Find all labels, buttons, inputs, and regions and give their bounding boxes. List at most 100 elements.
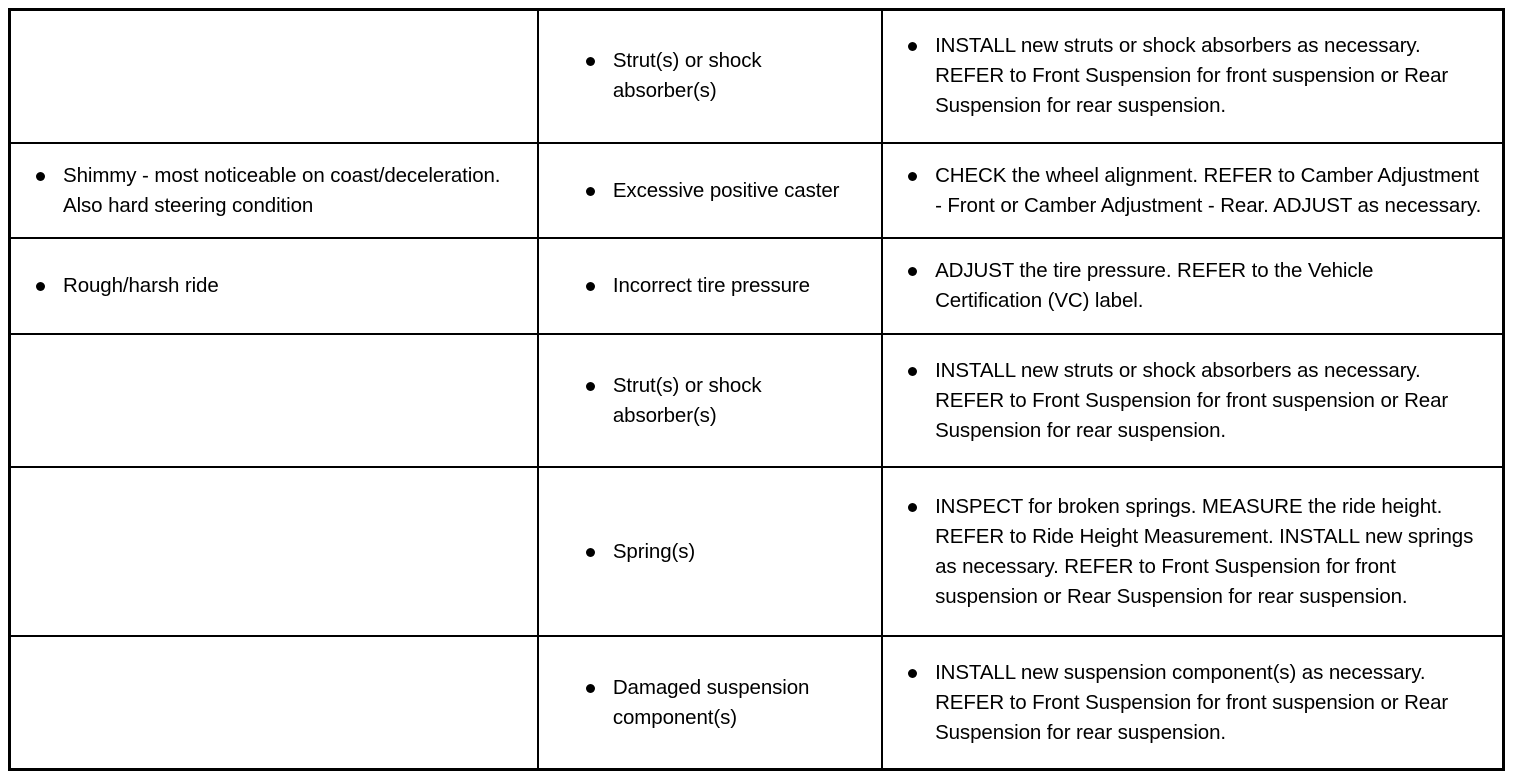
- list-item: INSPECT for broken springs. MEASURE the …: [905, 492, 1484, 612]
- cell-content: Excessive positive caster: [539, 168, 881, 214]
- bullet-list: Damaged suspension component(s): [583, 673, 867, 733]
- cell-content: Strut(s) or shock absorber(s): [539, 38, 881, 114]
- bullet-dot-icon: [36, 171, 45, 181]
- cell-content: Shimmy - most noticeable on coast/decele…: [11, 153, 537, 229]
- cell-content: Strut(s) or shock absorber(s): [539, 363, 881, 439]
- bullet-dot-icon: [908, 366, 918, 376]
- table-cell-symptom: [8, 333, 539, 468]
- cell-content: [11, 393, 537, 409]
- cell-content: Rough/harsh ride: [11, 263, 537, 309]
- bullet-dot-icon: [585, 282, 595, 292]
- list-item-label: INSTALL new struts or shock absorbers as…: [935, 34, 1449, 118]
- bullet-list: INSPECT for broken springs. MEASURE the …: [905, 492, 1484, 612]
- list-item: CHECK the wheel alignment. REFER to Camb…: [905, 161, 1484, 221]
- list-item: Excessive positive caster: [583, 176, 851, 206]
- bullet-list: Rough/harsh ride: [33, 271, 511, 301]
- cell-content: INSTALL new struts or shock absorbers as…: [883, 348, 1502, 454]
- bullet-list: Shimmy - most noticeable on coast/decele…: [33, 161, 511, 221]
- bullet-dot-icon: [585, 186, 595, 196]
- table-cell-action: INSTALL new struts or shock absorbers as…: [881, 8, 1505, 144]
- bullet-dot-icon: [908, 42, 918, 52]
- bullet-list: INSTALL new struts or shock absorbers as…: [905, 356, 1484, 446]
- list-item-label: Spring(s): [612, 539, 696, 563]
- table-row: Strut(s) or shock absorber(s) INSTALL new…: [8, 333, 1505, 468]
- bullet-list: Strut(s) or shock absorber(s): [583, 371, 867, 431]
- list-item: Strut(s) or shock absorber(s): [583, 46, 851, 106]
- list-item: INSTALL new struts or shock absorbers as…: [905, 356, 1484, 446]
- table-cell-cause: Strut(s) or shock absorber(s): [536, 333, 884, 468]
- cell-content: Spring(s): [539, 529, 881, 575]
- bullet-list: Strut(s) or shock absorber(s): [583, 46, 867, 106]
- table-row: Strut(s) or shock absorber(s) INSTALL new…: [8, 8, 1505, 144]
- symptom-chart-table: Strut(s) or shock absorber(s) INSTALL new…: [8, 8, 1505, 771]
- bullet-list: INSTALL new struts or shock absorbers as…: [905, 31, 1484, 121]
- list-item-label: Shimmy - most noticeable on coast/decele…: [63, 163, 501, 217]
- list-item: Shimmy - most noticeable on coast/decele…: [33, 161, 511, 221]
- cell-content: INSPECT for broken springs. MEASURE the …: [883, 484, 1502, 620]
- table-cell-cause: Strut(s) or shock absorber(s): [536, 8, 884, 144]
- bullet-list: Excessive positive caster: [583, 176, 867, 206]
- table-cell-cause: Spring(s): [536, 465, 884, 638]
- list-item: Rough/harsh ride: [33, 271, 511, 301]
- bullet-list: ADJUST the tire pressure. REFER to the V…: [905, 256, 1484, 316]
- table-cell-symptom: [8, 635, 539, 771]
- table-row: Damaged suspension component(s) INSTALL n…: [8, 635, 1505, 771]
- cell-content: ADJUST the tire pressure. REFER to the V…: [883, 248, 1502, 324]
- table-row: Rough/harsh ride Incorrect tire pressure A…: [8, 237, 1505, 336]
- bullet-dot-icon: [36, 282, 45, 292]
- cell-content: [11, 695, 537, 711]
- cell-content: [11, 68, 537, 84]
- table-cell-cause: Incorrect tire pressure: [536, 237, 884, 336]
- bullet-dot-icon: [585, 381, 595, 391]
- list-item: INSTALL new suspension component(s) as n…: [905, 658, 1484, 748]
- cell-content: Incorrect tire pressure: [539, 263, 881, 309]
- table-row: Shimmy - most noticeable on coast/decele…: [8, 141, 1505, 240]
- list-item: Strut(s) or shock absorber(s): [583, 371, 851, 431]
- table-cell-symptom: Rough/harsh ride: [8, 237, 539, 336]
- list-item-label: Excessive positive caster: [612, 178, 840, 202]
- list-item: INSTALL new struts or shock absorbers as…: [905, 31, 1484, 121]
- list-item-label: Strut(s) or shock absorber(s): [612, 49, 762, 103]
- cell-content: Damaged suspension component(s): [539, 665, 881, 741]
- list-item: Spring(s): [583, 537, 851, 567]
- list-item-label: ADJUST the tire pressure. REFER to the V…: [935, 259, 1374, 313]
- bullet-list: CHECK the wheel alignment. REFER to Camb…: [905, 161, 1484, 221]
- table-cell-symptom: Shimmy - most noticeable on coast/decele…: [8, 141, 539, 240]
- list-item-label: INSTALL new suspension component(s) as n…: [935, 660, 1449, 744]
- table-cell-cause: Damaged suspension component(s): [536, 635, 884, 771]
- cell-content: CHECK the wheel alignment. REFER to Camb…: [883, 153, 1502, 229]
- list-item-label: INSPECT for broken springs. MEASURE the …: [935, 494, 1474, 608]
- bullet-dot-icon: [908, 267, 918, 277]
- bullet-dot-icon: [908, 171, 918, 181]
- table-cell-action: INSPECT for broken springs. MEASURE the …: [881, 465, 1505, 638]
- table-cell-action: INSTALL new struts or shock absorbers as…: [881, 333, 1505, 468]
- bullet-list: INSTALL new suspension component(s) as n…: [905, 658, 1484, 748]
- cell-content: INSTALL new suspension component(s) as n…: [883, 650, 1502, 756]
- list-item: Damaged suspension component(s): [583, 673, 851, 733]
- list-item-label: Incorrect tire pressure: [612, 274, 810, 298]
- list-item: ADJUST the tire pressure. REFER to the V…: [905, 256, 1484, 316]
- list-item-label: INSTALL new struts or shock absorbers as…: [935, 358, 1449, 442]
- cell-content: [11, 544, 537, 560]
- bullet-dot-icon: [585, 683, 595, 693]
- cell-content: INSTALL new struts or shock absorbers as…: [883, 23, 1502, 129]
- table-row: Spring(s) INSPECT for broken springs. MEA…: [8, 465, 1505, 638]
- table-cell-cause: Excessive positive caster: [536, 141, 884, 240]
- table-cell-action: ADJUST the tire pressure. REFER to the V…: [881, 237, 1505, 336]
- table-cell-action: CHECK the wheel alignment. REFER to Camb…: [881, 141, 1505, 240]
- symptom-chart-body: Strut(s) or shock absorber(s) INSTALL new…: [8, 8, 1505, 771]
- bullet-dot-icon: [585, 57, 595, 67]
- list-item-label: CHECK the wheel alignment. REFER to Camb…: [935, 163, 1482, 217]
- table-cell-symptom: [8, 8, 539, 144]
- bullet-dot-icon: [908, 668, 918, 678]
- table-cell-symptom: [8, 465, 539, 638]
- list-item: Incorrect tire pressure: [583, 271, 851, 301]
- list-item-label: Damaged suspension component(s): [612, 675, 810, 729]
- list-item-label: Strut(s) or shock absorber(s): [612, 373, 762, 427]
- bullet-list: Incorrect tire pressure: [583, 271, 867, 301]
- bullet-list: Spring(s): [583, 537, 867, 567]
- bullet-dot-icon: [585, 547, 595, 557]
- table-cell-action: INSTALL new suspension component(s) as n…: [881, 635, 1505, 771]
- list-item-label: Rough/harsh ride: [63, 274, 219, 298]
